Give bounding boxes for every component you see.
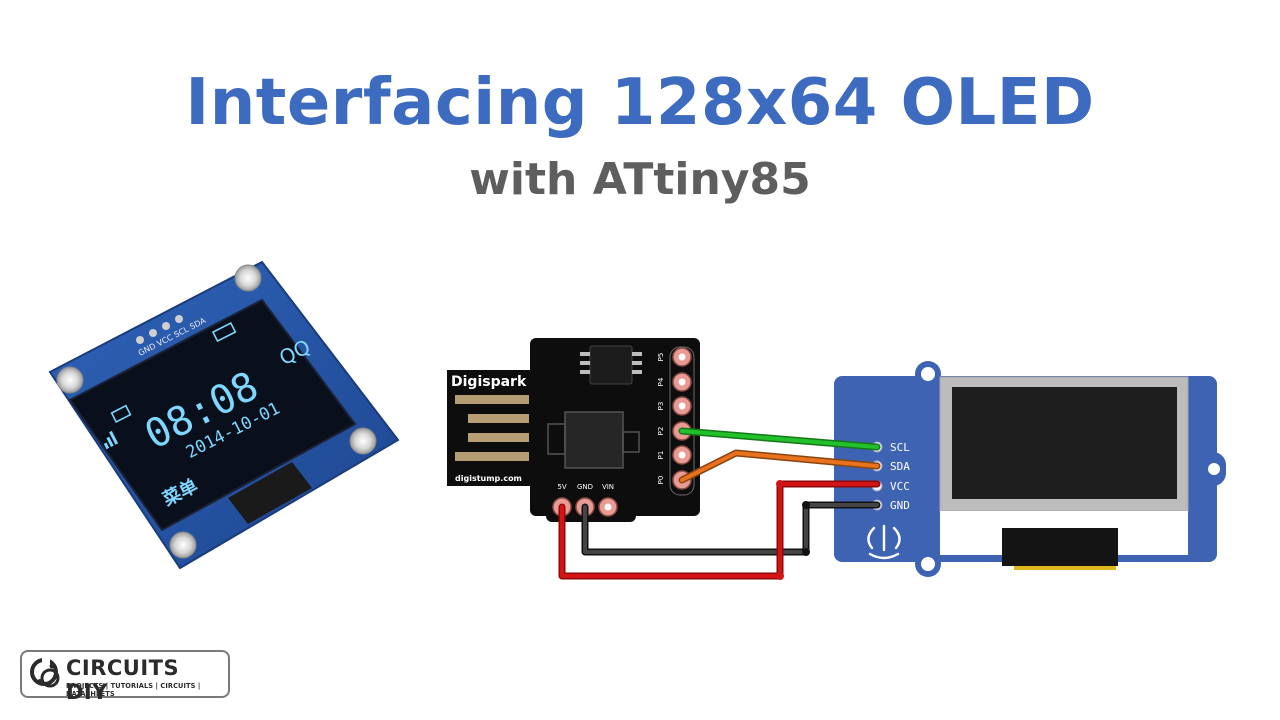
usb-contact — [468, 433, 529, 442]
oled-pin-label-sda: SDA — [890, 460, 910, 473]
mount-hole — [234, 264, 262, 292]
pin-label-p4: P4 — [657, 377, 665, 386]
usb-contact — [468, 414, 529, 423]
mount-hole — [1208, 463, 1220, 475]
logo-name: CIRCUITS DIY — [66, 656, 180, 704]
mount-hole — [56, 366, 84, 394]
oled-pin-label-vcc: VCC — [890, 480, 910, 493]
battery-icon — [211, 322, 237, 343]
mail-icon — [110, 404, 132, 423]
digispark-board: Digispark digistump.com — [447, 338, 700, 522]
oled-module-display — [952, 387, 1177, 499]
pin-label-p2: P2 — [657, 427, 665, 436]
pin-label-5v: 5V — [557, 483, 566, 491]
circuits-diy-logo[interactable]: CIRCUITS DIY PROJECTS | TUTORIALS | CIRC… — [20, 650, 230, 704]
pin-label-vin: VIN — [602, 483, 614, 491]
mount-hole — [349, 427, 377, 455]
digispark-brand: Digispark — [451, 374, 527, 390]
pin-label-p5: P5 — [657, 353, 665, 362]
usb-contact — [455, 452, 529, 461]
pin-label-p0: P0 — [657, 476, 665, 485]
page-title: Interfacing 128x64 OLED — [185, 66, 1095, 140]
mount-hole — [169, 531, 197, 559]
right-pin-header: P5 P4 P3 P2 P1 P0 — [657, 346, 695, 496]
page-subtitle: with ATtiny85 — [469, 154, 811, 205]
usb-contact — [455, 395, 529, 404]
voltage-regulator — [564, 411, 624, 469]
attiny85-chip — [589, 345, 633, 385]
pin-label-p3: P3 — [657, 402, 665, 411]
flex-connector — [1002, 528, 1118, 566]
pin-label-p1: P1 — [657, 451, 665, 460]
pin-label-gnd: GND — [577, 483, 593, 491]
oled-photo: GND VCC SCL SDA 08:08 2014-10-01 菜单 QQ — [48, 260, 400, 570]
signal-icon — [103, 442, 110, 450]
seeed-logo-icon — [867, 524, 901, 560]
logo-tagline: PROJECTS | TUTORIALS | CIRCUITS | DATASH… — [66, 682, 201, 698]
digispark-site: digistump.com — [455, 474, 522, 483]
usb-tongue — [447, 370, 534, 486]
circuits-diy-logo-icon — [30, 658, 60, 688]
oled-photo-screen — [68, 298, 357, 532]
oled-pin-label-scl: SCL — [890, 441, 910, 454]
oled-pin-label-gnd: GND — [890, 499, 910, 512]
oled-module: SCL SDA VCC GND — [834, 361, 1226, 577]
wires — [558, 427, 881, 580]
